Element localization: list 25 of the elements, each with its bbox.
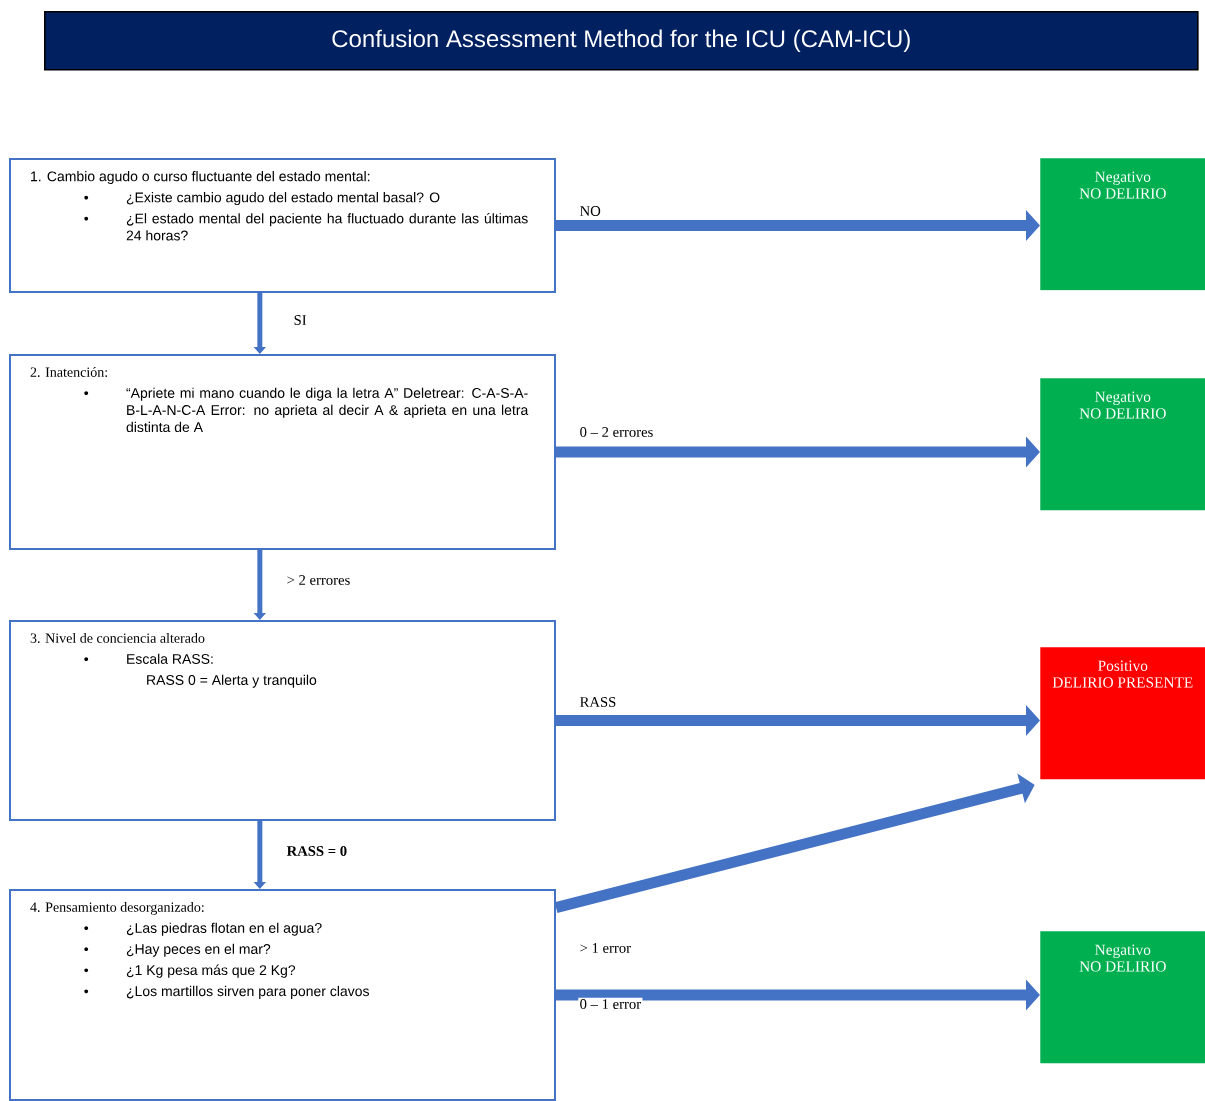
result-box: Negativo NO DELIRIO [1040, 158, 1205, 291]
bullet: • [84, 657, 89, 662]
arrow [554, 773, 1035, 913]
bullet: • [84, 947, 89, 952]
step-box: 2. Inatención: • “Apriete mi mano cuando le diga la letra A” Deletrear: C-A-S-A-B-L-A-N-C-A Error: no aprieta al decir A & aprieta en una letra distinta de A [9, 354, 556, 550]
bullet: • [84, 195, 89, 200]
step-box: 1. Cambio agudo o curso fluctuante del estado mental: • ¿Existe cambio agudo del estado mental basal? O • ¿El estado mental del paciente ha fluctuado durante las últimas 24 horas? [9, 158, 556, 293]
edge-label: 0 – 2 errores [578, 425, 655, 439]
edge-label: > 1 error [578, 941, 633, 955]
bullet: • [84, 391, 89, 396]
result-box: Positivo DELIRIO PRESENTE [1040, 647, 1205, 780]
result-box: Negativo NO DELIRIO [1040, 931, 1205, 1064]
edge-label: RASS [578, 695, 618, 709]
bullet: • [84, 989, 89, 994]
bullet: • [84, 216, 89, 221]
bullet: • [84, 926, 89, 931]
step-box: 3. Nivel de conciencia alterado • Escala RASS: RASS 0 = Alerta y tranquilo [9, 620, 556, 821]
edge-label: RASS = 0 [285, 844, 349, 858]
edge-label: SI [292, 313, 308, 327]
bullet: • [84, 968, 89, 973]
title-banner: Confusion Assessment Method for the ICU (CAM-ICU) [44, 11, 1199, 71]
edge-label: > 2 errores [285, 573, 352, 587]
result-box: Negativo NO DELIRIO [1040, 378, 1205, 511]
edge-label: NO [578, 204, 603, 218]
step-box: 4. Pensamiento desorganizado: • ¿Las piedras flotan en el agua? • ¿Hay peces en el mar? • ¿1 Kg pesa más que 2 Kg? • ¿Los martillos sirven para poner clavos [9, 889, 556, 1101]
